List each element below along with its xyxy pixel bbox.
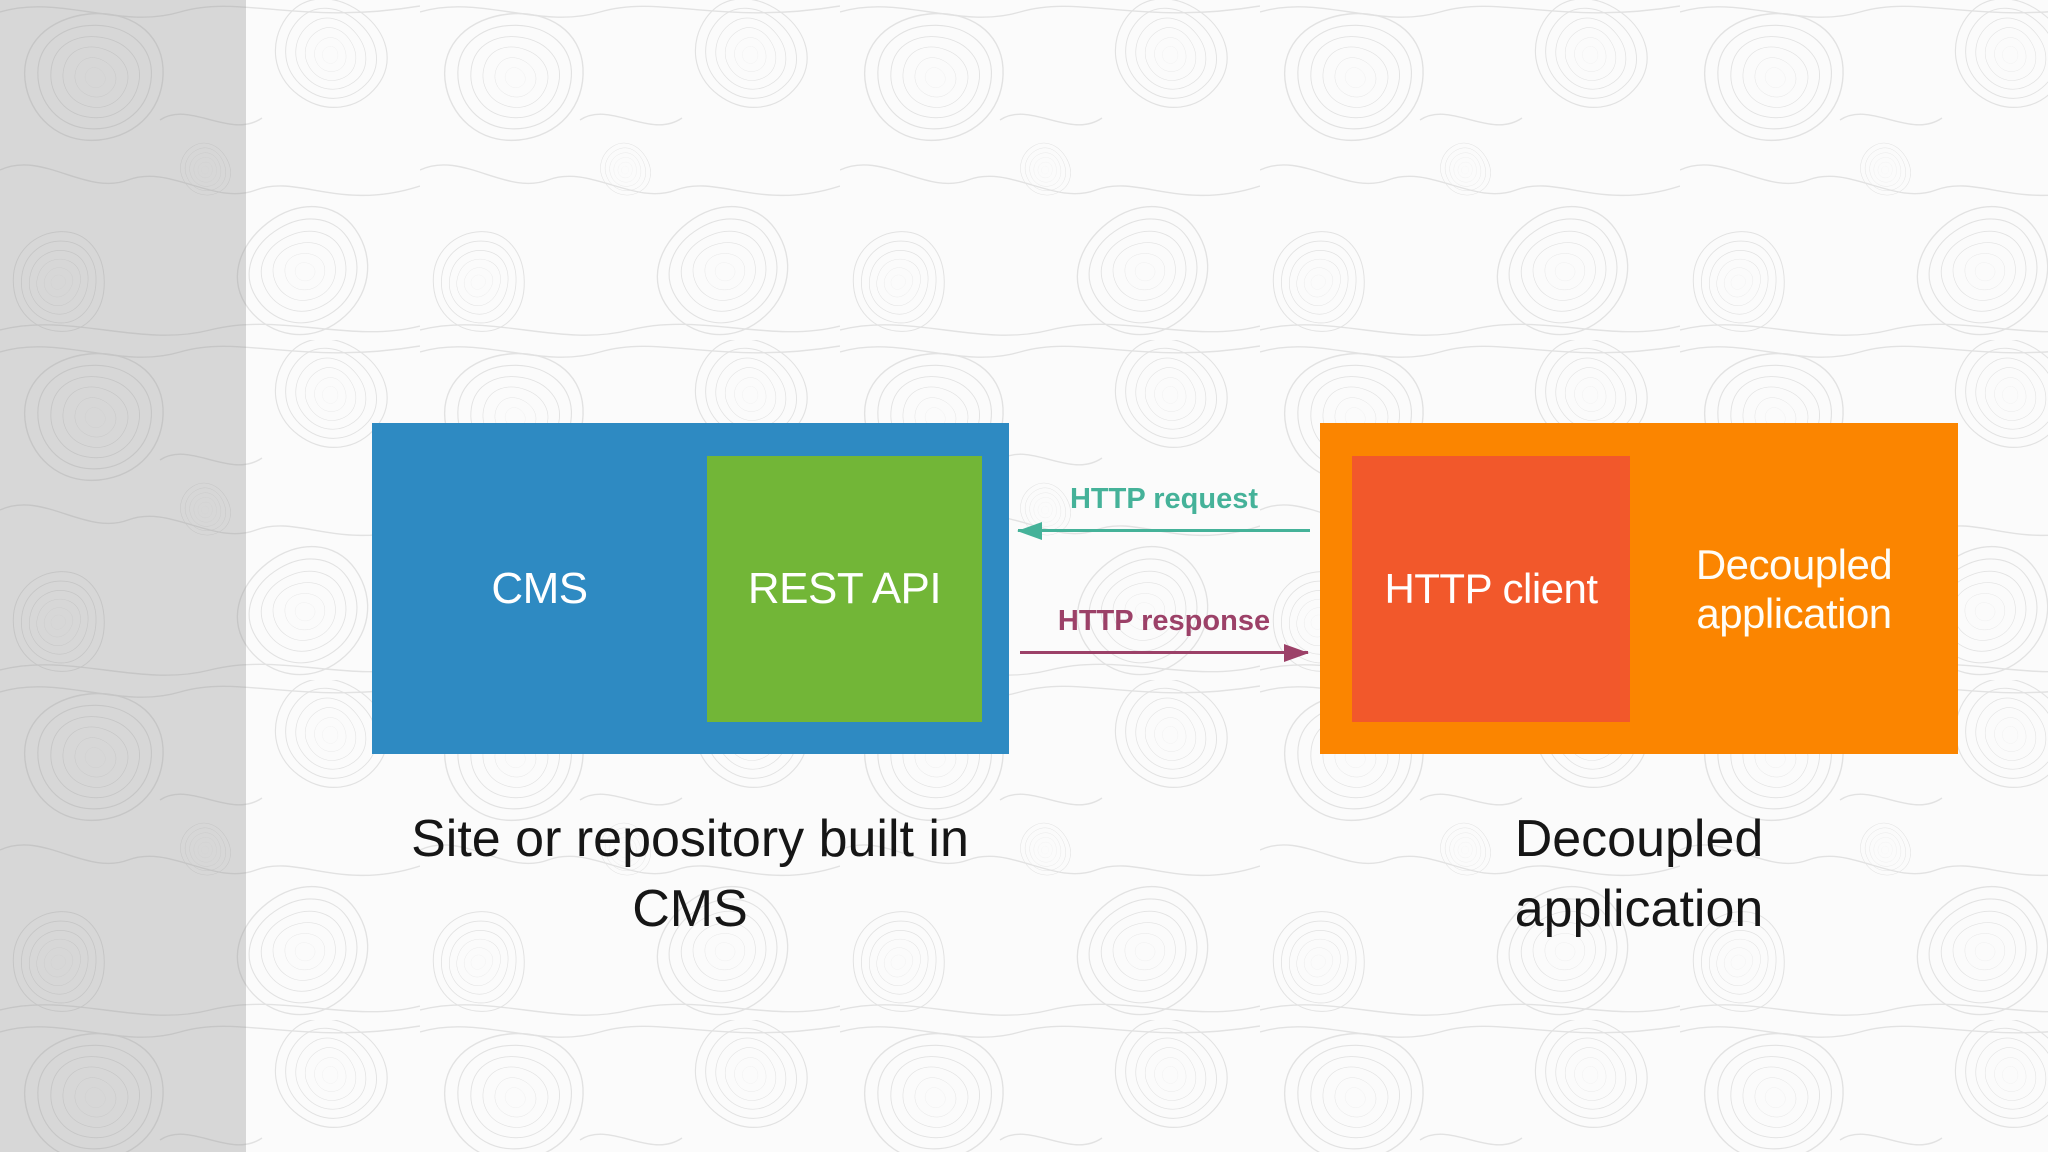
http-request-label: HTTP request xyxy=(1069,483,1258,515)
http-response-arrow: HTTP response xyxy=(1020,603,1309,662)
arrow-right-head-icon xyxy=(1284,644,1309,662)
left-gray-strip xyxy=(0,0,246,1152)
rest-api-label: REST API xyxy=(747,564,942,613)
http-request-arrow-line xyxy=(1017,522,1310,540)
http-response-label: HTTP response xyxy=(1057,605,1271,637)
decoupled-side-caption-line2: application xyxy=(1514,880,1764,938)
decoupled-box-label-line1: Decoupled xyxy=(1695,540,1893,588)
cms-label: CMS xyxy=(491,563,588,613)
decoupled-side-caption: Decoupled application xyxy=(1439,804,1839,944)
decoupled-side-caption-line1: Decoupled xyxy=(1514,810,1764,868)
http-client-box: HTTP client xyxy=(1352,456,1630,722)
cms-side-caption-line2: CMS xyxy=(632,880,748,938)
arrow-left-head-icon xyxy=(1017,522,1042,540)
http-client-label: HTTP client xyxy=(1384,565,1598,612)
cms-side-caption-line1: Site or repository built in xyxy=(411,810,969,868)
decoupled-box-label-line2: application xyxy=(1696,589,1892,637)
decoupled-application-box-label: Decoupled application xyxy=(1630,423,1958,754)
cms-box: CMS REST API xyxy=(372,423,1009,754)
decoupled-application-box: HTTP client Decoupled application xyxy=(1320,423,1958,754)
http-response-arrow-line xyxy=(1020,644,1309,662)
rest-api-box: REST API xyxy=(707,456,982,722)
http-request-arrow: HTTP request xyxy=(1017,481,1310,540)
cms-side-caption: Site or repository built in CMS xyxy=(340,804,1040,944)
